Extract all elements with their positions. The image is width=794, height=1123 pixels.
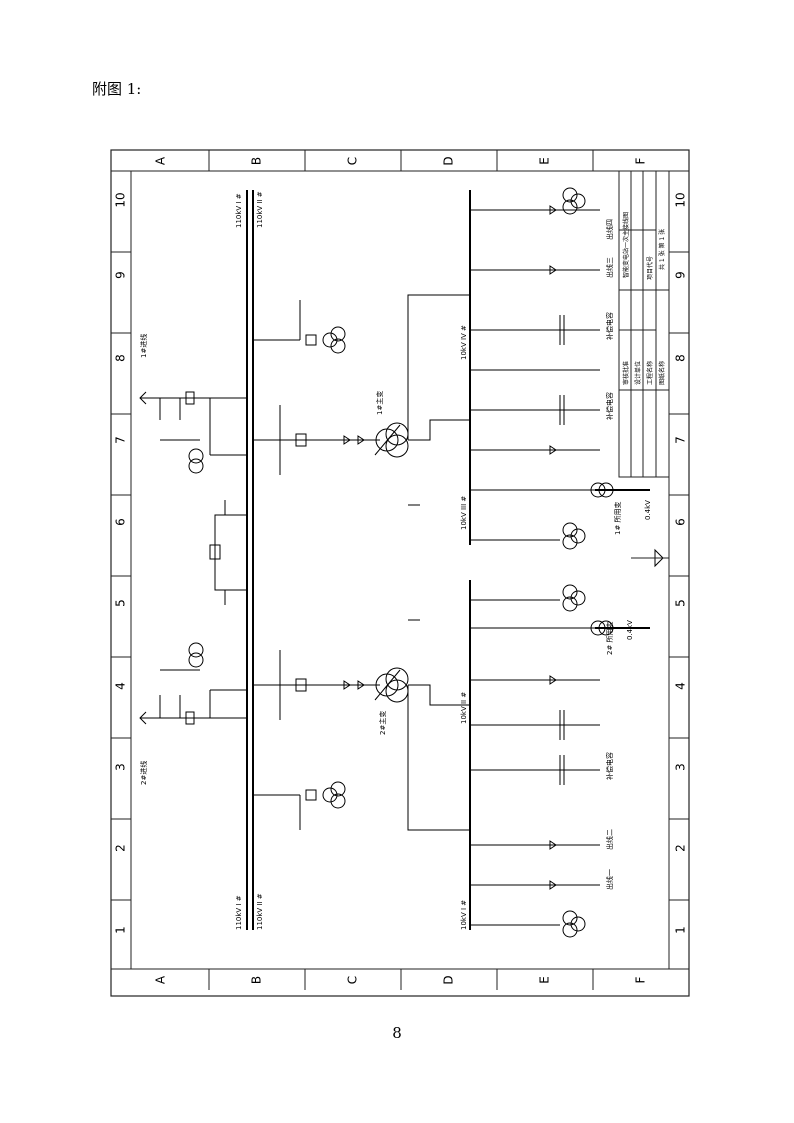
capacitor-3-label: 补偿电容	[605, 752, 614, 780]
zone-letter-c-bottom: C	[346, 976, 360, 984]
zone-number-4-left: 4	[114, 682, 128, 690]
lv-bus-label-1: 10kV I #	[460, 900, 468, 930]
zone-number-3-left: 3	[114, 763, 128, 771]
incoming-1-label: 1#进线	[139, 334, 148, 358]
hv-bus-label-top-2: 110kV II #	[256, 191, 264, 228]
hv-bus-label-bottom-1: 110kV I #	[235, 895, 243, 930]
main-transformer-feeders	[253, 405, 380, 720]
lv-bus-label-5: 0.4kV	[644, 500, 652, 520]
zone-letters: A B C D E F A B C D E F	[154, 156, 648, 985]
zone-number-1-left: 1	[114, 926, 128, 934]
title-block-row-4: 审核批准	[622, 361, 630, 385]
title-block-title: 智能变电站一次主接线图	[622, 212, 630, 278]
zone-letter-d-bottom: D	[442, 975, 456, 984]
zone-number-9-right: 9	[674, 271, 688, 279]
zone-number-2-left: 2	[114, 844, 128, 852]
zone-number-7-right: 7	[674, 436, 688, 444]
zone-number-2-right: 2	[674, 844, 688, 852]
zone-number-6-right: 6	[674, 518, 688, 526]
zone-letter-a-top: A	[154, 156, 168, 165]
feeder-2-label: 出线二	[605, 829, 614, 850]
zone-numbers: 1 2 3 4 5 6 7 8 9 10 1 2 3 4 5 6 7 8 9 1…	[114, 192, 688, 933]
zone-letter-e-top: E	[538, 157, 552, 165]
feeder-3-label: 出线三	[605, 257, 614, 278]
zone-number-5-right: 5	[674, 599, 688, 607]
station-tx-1-label: 1# 所用变	[613, 501, 622, 535]
zone-number-10-left: 10	[114, 192, 128, 207]
title-block-row-2: 工程名称	[646, 361, 654, 385]
lv-buses	[469, 190, 650, 930]
title-block-row-1: 设计单位	[634, 361, 642, 385]
lv-bus-label-6: 0.4kV	[626, 620, 634, 640]
incoming-line-2	[139, 642, 247, 725]
bus-tie	[209, 500, 247, 605]
hv-buses	[246, 190, 254, 930]
zone-number-6-left: 6	[114, 518, 128, 526]
capacitor-banks	[559, 315, 565, 785]
title-block-sheet: 共 1 张 第 1 张	[658, 229, 666, 270]
zone-number-8-right: 8	[674, 354, 688, 362]
zone-letter-e-bottom: E	[538, 976, 552, 984]
lv-small-transformers	[562, 187, 614, 938]
zone-number-7-left: 7	[114, 436, 128, 444]
zone-number-3-right: 3	[674, 763, 688, 771]
zone-letter-d-top: D	[442, 156, 456, 165]
zone-letter-f-top: F	[634, 157, 648, 164]
zone-letter-b-top: B	[250, 157, 264, 165]
feeder-1-label: 出线一	[605, 869, 614, 890]
zone-letter-c-top: C	[346, 157, 360, 165]
capacitor-1-label: 补偿电容	[605, 312, 614, 340]
zone-letter-a-bottom: A	[154, 975, 168, 984]
zone-number-1-right: 1	[674, 926, 688, 934]
inner-frame	[130, 170, 670, 970]
incoming-line-1	[139, 391, 247, 474]
main-tx-2-label: 2#主变	[378, 711, 387, 735]
page-number: 8	[392, 1024, 402, 1042]
transformer-lv-leads	[407, 294, 470, 831]
lv-feeders	[470, 205, 600, 926]
station-tx-2-label: 2# 所用变	[605, 621, 614, 655]
hv-bus-label-top-1: 110kV I #	[235, 193, 243, 228]
zone-letter-b-bottom: B	[250, 976, 264, 984]
title-block	[618, 170, 670, 478]
zone-number-8-left: 8	[114, 354, 128, 362]
feeder-4-label: 出线四	[605, 219, 614, 240]
outer-frame	[110, 149, 690, 997]
zone-number-4-right: 4	[674, 682, 688, 690]
figure-caption: 附图 1:	[92, 80, 142, 98]
zone-number-5-left: 5	[114, 599, 128, 607]
incoming-2-label: 2#进线	[139, 761, 148, 785]
hv-pt-bays	[253, 300, 346, 830]
title-block-drawing-no: 项目代号	[646, 256, 654, 280]
capacitor-2-label: 补偿电容	[605, 392, 614, 420]
zone-letter-f-bottom: F	[634, 976, 648, 983]
lv-bus-label-4: 10kV IV #	[460, 325, 468, 360]
title-block-row-3: 图纸名称	[658, 361, 666, 385]
main-tx-1-label: 1#主变	[375, 391, 384, 415]
lv-bus-label-2: 10kV II #	[460, 692, 468, 724]
hv-bus-label-bottom-2: 110kV II #	[256, 893, 264, 930]
lv-bus-label-3: 10kV III #	[460, 496, 468, 530]
zone-dividers	[111, 150, 689, 990]
zone-number-9-left: 9	[114, 271, 128, 279]
zone-number-10-right: 10	[674, 192, 688, 207]
